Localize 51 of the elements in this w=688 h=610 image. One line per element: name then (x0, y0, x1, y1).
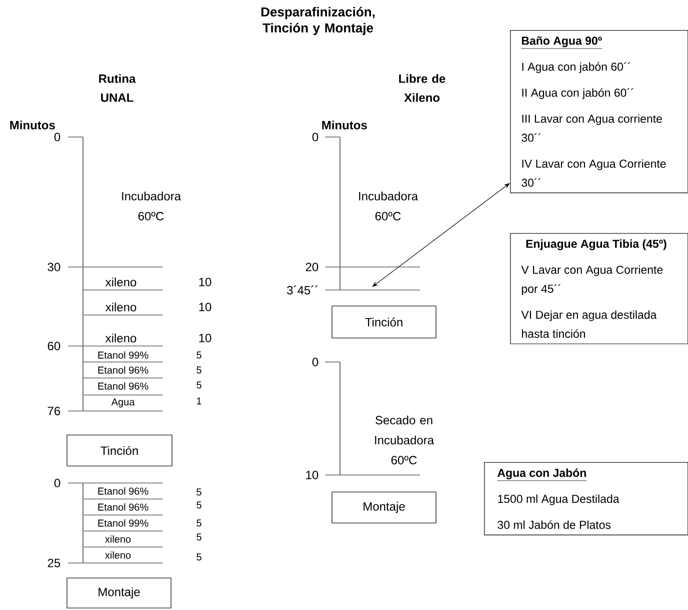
timeline-text: 0 (54, 132, 60, 142)
timeline-text: 30 (48, 262, 60, 272)
timeline-text: 10 (199, 334, 212, 342)
timeline-text: Etanol 96% (98, 487, 148, 495)
timeline-text: 0 (54, 478, 60, 488)
timeline-text: Etanol 96% (98, 366, 148, 374)
note-box: Baño Agua 90º I Agua con jabón 60´´ II Agua con jabón 60´´ III Lavar con Agua corriente 30´´ IV Lavar con Agua Corriente 30´´ (510, 30, 688, 194)
stage-text: Incubadora 60ºC (122, 192, 181, 220)
note-box: Enjuague Agua Tibia (45º) V Lavar con Agua Corriente por 45´´ VI Dejar en agua destilada hasta tinción (510, 233, 688, 344)
timeline-text: 5 (196, 352, 202, 358)
timeline-text: 5 (196, 534, 202, 540)
column-heading: Rutina UNAL (99, 74, 136, 102)
timeline-text: xileno (105, 551, 131, 559)
step-box: Tinción (66, 434, 172, 466)
timeline-text: Etanol 96% (98, 382, 148, 390)
timeline-text: 20 (306, 262, 318, 272)
timeline-text: Etanol 96% (98, 503, 148, 511)
timeline-text: 10 (199, 302, 212, 312)
timeline-text: 25 (48, 558, 60, 568)
arrow (372, 183, 510, 287)
step-box: Montaje (66, 578, 172, 608)
timeline-text: xileno (105, 278, 136, 286)
timeline-text: Agua (111, 398, 135, 408)
timeline-text: xileno (105, 334, 136, 342)
title: Desparafinización, Tinción y Montaje (261, 6, 375, 36)
timeline-text: 60 (48, 342, 60, 350)
column-heading: Libre de Xileno (399, 74, 446, 102)
timeline-text: 10 (199, 278, 212, 286)
axis-title: Minutos (322, 120, 367, 130)
timeline-text: Etanol 99% (98, 351, 148, 359)
step-box: Tinción (332, 306, 436, 338)
timeline-text: 1 (197, 398, 202, 404)
timeline-text: Etanol 99% (98, 519, 148, 527)
step-box: Montaje (332, 492, 436, 524)
timeline-text: 3´45´´ (287, 286, 318, 294)
timeline-text: 0 (312, 358, 318, 366)
timeline-text: xileno (105, 535, 131, 543)
timeline-text: 5 (196, 366, 202, 374)
timeline-text: 10 (306, 470, 318, 480)
timeline-text: 0 (312, 132, 318, 142)
timeline-text: xileno (105, 302, 136, 312)
timeline-text: 5 (196, 520, 202, 526)
stage-text: Incubadora 60ºC (359, 192, 418, 220)
timeline-text: 5 (196, 554, 202, 560)
timeline-text: 5 (196, 382, 202, 388)
timeline-text: 5 (196, 488, 202, 496)
axis-title: Minutos (10, 120, 55, 130)
timeline-text: 76 (48, 406, 60, 416)
stage-text: Secado en Incubadora 60ºC (375, 416, 434, 464)
note-box: Agua con Jabón 1500 ml Agua Destilada 30 ml Jabón de Platos (484, 462, 688, 536)
timeline-text: 5 (196, 502, 202, 508)
